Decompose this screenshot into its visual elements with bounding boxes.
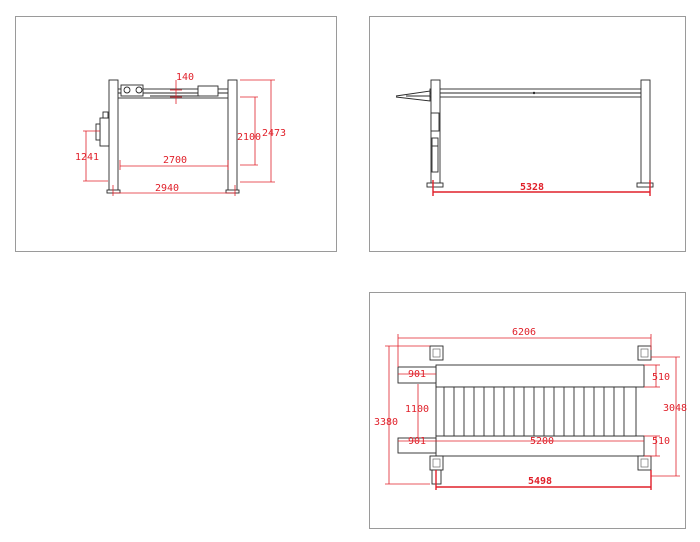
- dim-5200: 5200: [530, 436, 554, 447]
- top-drip-tray: [443, 386, 637, 437]
- side-view-drawing: 5328: [395, 79, 654, 196]
- top-ramp-upper: [397, 366, 437, 384]
- top-runway-upper: [435, 364, 645, 388]
- dim-2700: 2700: [163, 155, 187, 166]
- top-slats: [453, 387, 625, 436]
- top-post-bottom-left: [429, 455, 444, 471]
- top-view-drawing: 6206 901 510 1100 3380 3048 901 5200 510: [374, 327, 687, 490]
- top-post-top-right: [637, 345, 652, 361]
- front-cylinder-left: [120, 84, 144, 97]
- dim-2473: 2473: [262, 128, 286, 139]
- front-cylinder-right: [197, 85, 219, 97]
- dim-3380: 3380: [374, 417, 398, 428]
- side-right-post: [640, 79, 651, 185]
- dim-2940: 2940: [155, 183, 179, 194]
- dim-901-bottom: 901: [408, 436, 426, 447]
- side-view-panel: [369, 16, 686, 252]
- front-view-panel: [15, 16, 337, 252]
- dim-140: 140: [176, 72, 194, 83]
- dim-6206: 6206: [512, 327, 536, 338]
- side-power-unit: [430, 112, 440, 132]
- front-power-unit: [99, 117, 110, 147]
- dim-901-top: 901: [408, 369, 426, 380]
- dim-510-bottom: 510: [652, 436, 670, 447]
- top-post-top-left: [429, 345, 444, 361]
- front-view-drawing: 140 2100 2473 1241 2700 2940: [75, 72, 286, 196]
- top-post-bottom-right: [637, 455, 652, 471]
- dim-2100: 2100: [237, 132, 261, 143]
- dim-3048: 3048: [663, 403, 687, 414]
- dim-5328: 5328: [520, 182, 544, 193]
- top-ramp-lower: [397, 437, 437, 454]
- dim-5498: 5498: [528, 476, 552, 487]
- dim-510-top: 510: [652, 372, 670, 383]
- dim-1241: 1241: [75, 152, 99, 163]
- dim-1100: 1100: [405, 404, 429, 415]
- front-left-post: [108, 79, 119, 193]
- front-right-post: [227, 79, 238, 193]
